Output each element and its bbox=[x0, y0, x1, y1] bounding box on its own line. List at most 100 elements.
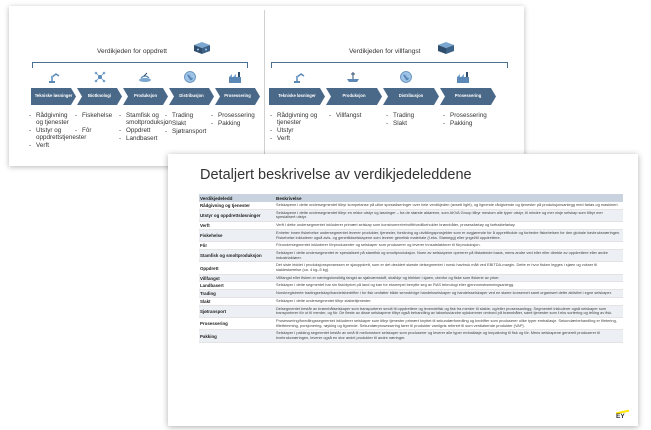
list-produksjon: -Stamfisk og smoltproduksjon -Oppdrett -… bbox=[119, 112, 172, 143]
list-item: -Rådgivning og tjenester bbox=[270, 112, 318, 127]
left-chain-chevrons: Tekniske løsninger Biotknologi Produksjo… bbox=[31, 88, 261, 105]
header-cell: Beskrivelse bbox=[276, 195, 302, 201]
right-chain-chevrons: Tekniske løsninger Produksjon Distribusj… bbox=[269, 88, 497, 105]
row-name-cell: Slakt bbox=[200, 298, 211, 304]
header-cell: Verdikjedeledd bbox=[200, 195, 233, 201]
table-row: Landbasert Selskaper i dette segmentet ha… bbox=[199, 282, 623, 291]
row-name-cell: Landbasert bbox=[200, 283, 224, 289]
row-name-cell: Oppdrett bbox=[200, 265, 219, 271]
right-chain-title: Verdikjeden for villfangst bbox=[349, 48, 421, 55]
row-name-cell: Verft bbox=[200, 222, 210, 228]
list-tekniske: -Rådgivning og tjenester -Utstyr og oppd… bbox=[29, 112, 87, 150]
chevron-tekniske: Tekniske løsninger bbox=[269, 88, 325, 105]
molecule-icon bbox=[94, 71, 106, 83]
row-name-cell: Sjøtransport bbox=[200, 308, 227, 314]
chevron-produksjon: Produksjon bbox=[326, 88, 382, 105]
row-description-cell: Selskaper i pakking segmentet består av … bbox=[276, 330, 600, 341]
row-description-cell: Det siste leddet i produksjonsprosessen … bbox=[276, 262, 598, 273]
list-item: -Slakt bbox=[386, 119, 407, 127]
detail-slide[interactable]: Detaljert beskrivelse av verdikjedeledde… bbox=[168, 154, 638, 426]
row-description-cell: Selskaper i dette undersegmentet er spes… bbox=[276, 249, 608, 260]
row-description-cell: Verft i dette undersegmentet inkluderer … bbox=[276, 222, 516, 228]
list-item: -Verft bbox=[270, 134, 290, 142]
ey-logo: EY bbox=[616, 409, 629, 420]
list-item: -Oppdrett bbox=[119, 127, 151, 134]
row-description-cell: Selskaper i dette segmentet har sin fisk… bbox=[276, 282, 515, 288]
row-name-cell: Pakking bbox=[200, 333, 217, 339]
table-row: Fiskehelse Enheter innen fiskehelse under… bbox=[199, 229, 623, 243]
list-tekniske: -Rådgivning og tjenester -Utstyr -Verft bbox=[270, 112, 320, 143]
list-item: -Pakking bbox=[211, 119, 241, 127]
list-item: -Prosessering bbox=[211, 112, 255, 119]
table-row: Oppdrett Det siste leddet i produksjonspr… bbox=[199, 262, 623, 275]
row-description-cell: Delsegmentet består av brønnbåtselskaper… bbox=[276, 305, 613, 316]
globe-icon bbox=[184, 71, 196, 83]
row-description-cell: Enheter innen fiskehelse undersegmentet … bbox=[276, 229, 621, 240]
row-name-cell: Villfangst bbox=[200, 275, 220, 281]
row-name-cell: Stamfisk og smoltproduksjon bbox=[200, 253, 262, 259]
table-row: Utstyr og oppdrettsløsninger Selskapene i… bbox=[199, 209, 623, 223]
chevron-distribusjon: Distribusjon bbox=[169, 88, 214, 105]
factory-icon bbox=[229, 72, 241, 83]
table-row: Stamfisk og smoltproduksjon Selskaper i d… bbox=[199, 249, 623, 263]
row-name-cell: Utstyr og oppdrettsløsninger bbox=[200, 212, 261, 218]
robot-arm-icon bbox=[294, 73, 305, 83]
table-row: Villfangst Villfangst eller fisken er nær… bbox=[199, 274, 623, 283]
list-item: -Utstyr bbox=[270, 127, 294, 134]
table-row: Rådgivning og tjenester Selskapene i dett… bbox=[199, 202, 623, 210]
row-name-cell: Prosessering bbox=[200, 321, 228, 327]
table-header: Verdikjedeledd Beskrivelse bbox=[199, 194, 623, 202]
robot-arm-icon bbox=[49, 73, 60, 83]
right-chain-bracket bbox=[271, 62, 508, 68]
list-prosessering: -Prosessering -Pakking bbox=[211, 112, 261, 128]
row-name-cell: Fiskehelse bbox=[200, 233, 223, 239]
list-item: -Fiskehelse bbox=[75, 112, 113, 119]
globe-icon bbox=[400, 71, 412, 83]
list-item: -Trading bbox=[165, 112, 194, 119]
factory-icon bbox=[457, 72, 469, 83]
list-distribusjon: -Trading -Slakt -Sjøtransport bbox=[165, 112, 209, 135]
chevron-tekniske: Tekniske løsninger bbox=[31, 88, 76, 105]
list-item: -Sjøtransport bbox=[165, 127, 207, 135]
left-chain-title: Verdikjeden for oppdrett bbox=[97, 48, 168, 55]
list-item: -Trading bbox=[386, 112, 415, 119]
fishing-cube-icon bbox=[438, 42, 454, 54]
table-row: Pakking Selskaper i pakking segmentet bes… bbox=[199, 330, 623, 343]
table-row: Verft Verft i dette undersegmentet inklud… bbox=[199, 222, 623, 230]
left-chain-bracket bbox=[32, 62, 248, 68]
list-prosessering: -Prosessering -Pakking bbox=[443, 112, 503, 128]
list-item: -Utstyr og oppdrettstjenester bbox=[29, 127, 87, 142]
list-item: -Fôr bbox=[75, 127, 92, 135]
row-name-cell: Fôr bbox=[200, 243, 208, 249]
chevron-produksjon: Produksjon bbox=[123, 88, 168, 105]
list-item: -Verft bbox=[29, 142, 49, 149]
value-chain-slide[interactable]: Verdikjeden for oppdrett Verdikjeden for… bbox=[9, 6, 524, 166]
list-item: -Rådgivning og tjenester bbox=[29, 112, 69, 127]
fishing-boat-icon bbox=[347, 72, 359, 82]
list-bioteknologi: -Fiskehelse -Fôr bbox=[75, 112, 117, 135]
page-title: Detaljert beskrivelse av verdikjedeledde… bbox=[200, 167, 472, 183]
chevron-prosessering: Prosessering bbox=[440, 88, 496, 105]
row-description-cell: Selskapene i dette undersegmentet tilbyr… bbox=[276, 209, 603, 220]
list-produksjon: -Villfangst bbox=[329, 112, 379, 120]
list-item: -Landbasert bbox=[119, 134, 158, 142]
list-item: -Stamfisk og smoltproduksjon bbox=[119, 112, 172, 127]
chevron-bioteknologi: Biotknologi bbox=[77, 88, 122, 105]
row-description-cell: Norskregistrerte tradingselskap/handelsb… bbox=[276, 290, 612, 296]
list-item: -Pakking bbox=[443, 119, 473, 127]
row-name-cell: Rådgivning og tjenester bbox=[200, 202, 251, 208]
chevron-prosessering: Prosessering bbox=[215, 88, 260, 105]
salmon-cube-icon bbox=[194, 42, 210, 54]
row-description-cell: Villfangst eller fisken er næringsinnsik… bbox=[276, 274, 500, 280]
row-description-cell: Selskapene i dette undersegmentet tilbyr… bbox=[276, 202, 619, 207]
table-row: Sjøtransport Delsegmentet består av brønn… bbox=[199, 305, 623, 318]
list-item: -Villfangst bbox=[329, 112, 362, 119]
fish-farm-icon bbox=[139, 72, 151, 82]
list-distribusjon: -Trading -Slakt bbox=[386, 112, 436, 128]
chain-divider bbox=[264, 10, 265, 160]
